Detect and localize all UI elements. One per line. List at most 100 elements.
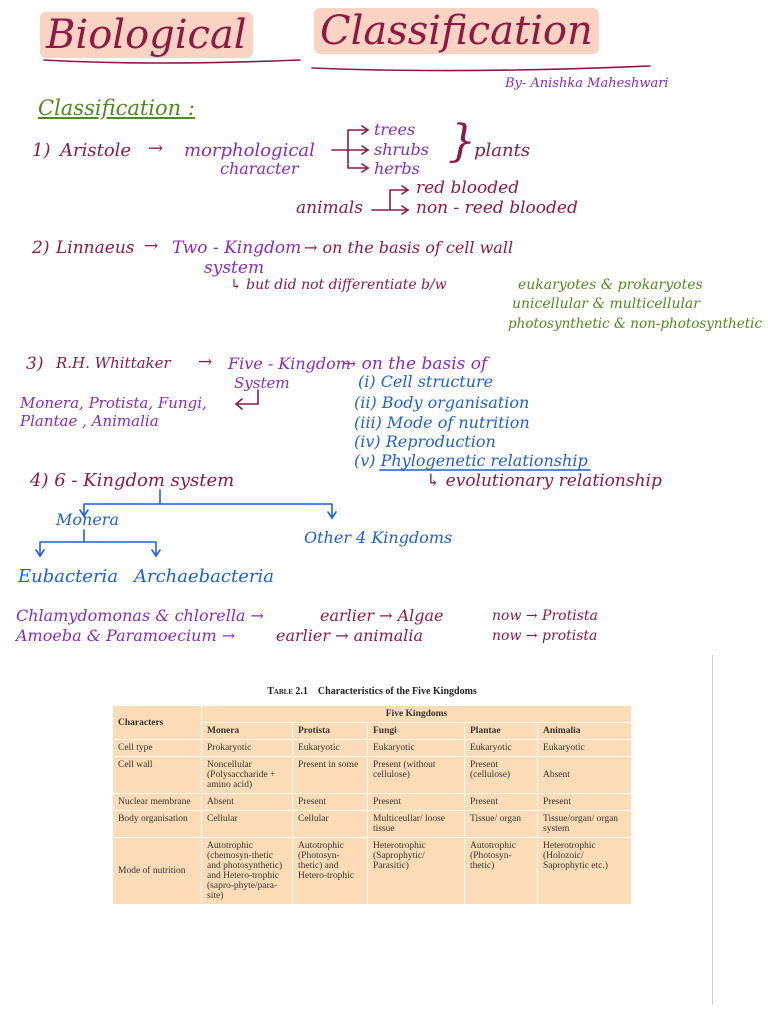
brace-icon: } [448, 116, 476, 167]
linnaeus-name: Linnaeus [56, 238, 135, 258]
linnaeus-number: 2) [32, 238, 50, 258]
aristotle-name: Aristole [60, 140, 132, 161]
table-cell: Heterotrophic (Holozoic/ Saprophytic etc… [537, 837, 632, 905]
table-cell: Autotrophic (Photosyn-thetic) and Hetero… [292, 837, 368, 905]
table-header-row: Characters Five Kingdoms [112, 705, 632, 740]
table-caption: Table 2.1 Characteristics of the Five Ki… [112, 686, 632, 697]
plants-label: plants [474, 140, 531, 161]
plant-type-herbs: herbs [374, 159, 420, 178]
example-2-earlier: earlier → animalia [276, 626, 424, 645]
table-kingdom-row: Monera Protista Fungi Plantae Animalia [113, 722, 632, 740]
example-1-earlier: earlier → Algae [320, 606, 444, 625]
table-cell: Tissue/organ/ organ system [537, 810, 632, 838]
branch-animals [371, 189, 409, 211]
aristotle-basis-line1: morphological [184, 140, 315, 161]
whittaker-system-line2: System [234, 374, 290, 392]
table-row: Mode of nutrition Autotrophic (chemosyn-… [112, 837, 632, 905]
whittaker-kingdoms-line1: Monera, Protista, Fungi, [20, 394, 207, 412]
plant-type-trees: trees [374, 120, 416, 139]
arrow-icon: → [198, 352, 213, 372]
whittaker-kingdoms-line2: Plantae , Animalia [20, 412, 159, 430]
table-cell: Eukaryotic [367, 739, 465, 757]
kingdom-header: Monera [201, 722, 293, 740]
table-cell: Absent [201, 793, 293, 811]
animal-type-red: red blooded [416, 178, 520, 198]
aristotle-basis-line2: character [220, 159, 299, 178]
table-cell: Eukaryotic [537, 739, 632, 757]
difference-2: unicellular & multicellular [512, 296, 700, 312]
difference-1: eukaryotes & prokaryotes [518, 277, 703, 293]
title-underline-2 [311, 65, 651, 72]
animals-label: animals [296, 198, 363, 218]
characters-header: Characters [112, 705, 202, 740]
table-cell: Present [367, 793, 465, 811]
eubacteria-label: Eubacteria [18, 566, 119, 587]
table-cell: Present [537, 793, 632, 811]
kingdoms-table: Characters Five Kingdoms Monera Protista… [112, 705, 632, 905]
example-1-now: now → Protista [492, 608, 598, 624]
six-kingdom-label: 4) 6 - Kingdom system [30, 470, 235, 491]
kingdom-header: Protista [292, 722, 368, 740]
criterion-2: (ii) Body organisation [354, 393, 530, 412]
title-underline-1 [43, 59, 301, 64]
phylo-note: ↳ evolutionary relationship [426, 471, 662, 491]
table-cell: Cellular [201, 810, 293, 838]
kingdom-header: Fungi [367, 722, 465, 740]
table-cell: Heterotrophic (Saprophytic/ Parasitic) [367, 837, 465, 905]
author-credit: By- Anishka Maheshwari [505, 76, 669, 91]
character-cell: Cell wall [112, 756, 202, 794]
linnaeus-system-line2: system [204, 258, 265, 278]
kingdoms-table-block: Table 2.1 Characteristics of the Five Ki… [112, 686, 632, 905]
arrow-icon: → [148, 138, 164, 159]
section-heading: Classification : [38, 96, 195, 120]
example-2-organisms: Amoeba & Paramoecium → [16, 626, 236, 645]
aristotle-number: 1) [32, 140, 51, 161]
table-row: Nuclear membrane Absent Present Present … [112, 793, 632, 811]
character-cell: Mode of nutrition [112, 837, 202, 905]
whittaker-system-line1: Five - Kingdom [228, 354, 351, 373]
table-cell: Present [292, 793, 368, 811]
whittaker-basis: → on the basis of [342, 354, 488, 374]
criterion-4: (iv) Reproduction [354, 432, 496, 451]
monera-tree [39, 529, 157, 555]
whittaker-number: 3) [26, 354, 44, 374]
example-2-now: now → protista [492, 628, 598, 644]
linnaeus-basis: → on the basis of cell wall [304, 238, 514, 257]
table-row: Body organisation Cellular Cellular Mult… [112, 810, 632, 838]
archaebacteria-label: Archaebacteria [134, 566, 274, 587]
kingdom-header: Plantae [464, 722, 538, 740]
table-cell: Present (without cellulose) [367, 756, 465, 794]
monera-label: Monera [56, 510, 119, 529]
table-cell: Absent [537, 756, 632, 794]
group-header: Five Kingdoms [201, 705, 632, 723]
kingdom-header: Animalia [537, 722, 632, 740]
six-kingdom-tree [83, 489, 333, 517]
other-kingdoms-label: Other 4 Kingdoms [304, 528, 453, 547]
criterion-5: (v) Phylogenetic relationship [354, 451, 588, 470]
linnaeus-system-line1: Two - Kingdom [172, 238, 302, 258]
plant-type-shrubs: shrubs [374, 140, 429, 159]
character-cell: Cell type [112, 739, 202, 757]
table-cell: Multiceullar/ loose tissue [367, 810, 465, 838]
sketch-lines [35, 59, 651, 558]
scan-border-line [712, 655, 713, 1005]
table-cell: Eukaryotic [464, 739, 538, 757]
table-title: Characteristics of the Five Kingdoms [317, 686, 477, 697]
return-arrow [235, 389, 259, 405]
animal-type-nonred: non - reed blooded [416, 198, 578, 218]
page-title-word-1: Biological [40, 12, 253, 58]
table-cell: Present [464, 793, 538, 811]
difference-3: photosynthetic & non-photosynthetic [508, 316, 763, 332]
arrow-icon: → [144, 236, 159, 256]
table-cell: Cellular [292, 810, 368, 838]
table-cell: Present (cellulose) [464, 756, 538, 794]
criterion-3: (iii) Mode of nutrition [354, 413, 530, 432]
page-title-word-2: Classification [314, 8, 599, 54]
character-cell: Body organisation [112, 810, 202, 838]
table-row: Cell type Prokaryotic Eukaryotic Eukaryo… [112, 739, 632, 757]
branch-plants [331, 129, 369, 169]
table-cell: Present in some [292, 756, 368, 794]
table-label: Table 2.1 [267, 686, 308, 697]
example-1-organisms: Chlamydomonas & chlorella → [16, 606, 264, 625]
table-cell: Eukaryotic [292, 739, 368, 757]
